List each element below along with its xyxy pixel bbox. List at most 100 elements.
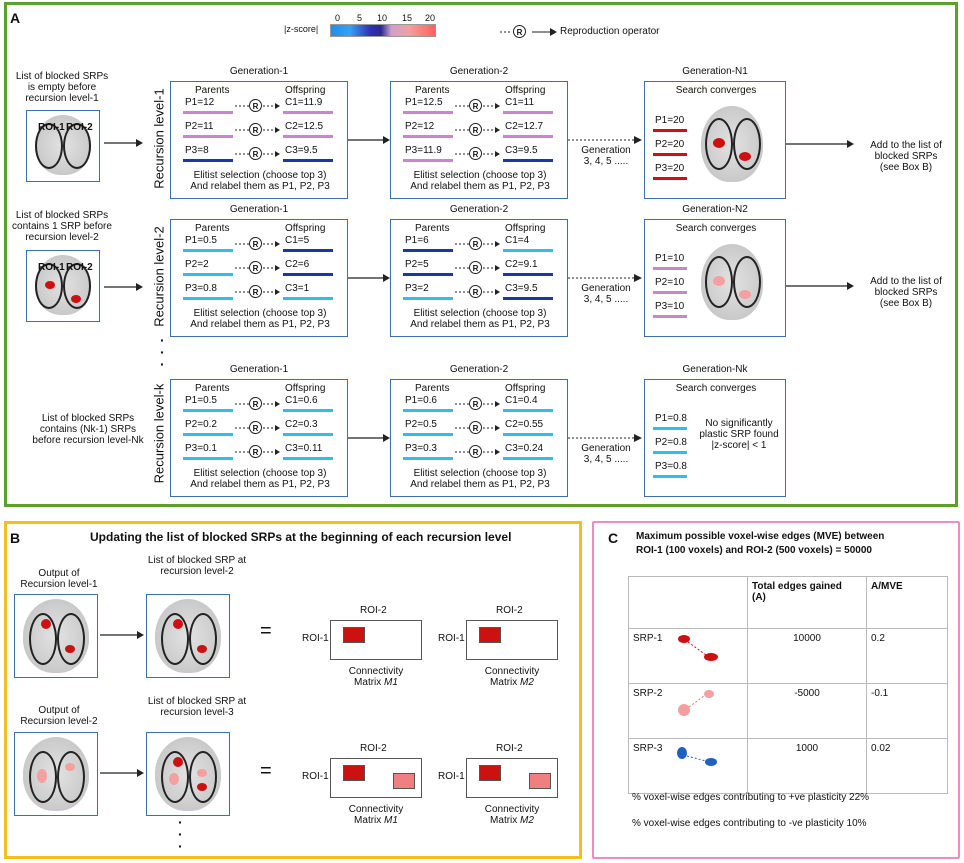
parent-bar — [653, 177, 687, 180]
roi1-label: ROI-1 — [438, 771, 465, 782]
parents-header: Parents — [195, 85, 230, 96]
generation-n-title: Generation-Nk — [682, 364, 748, 375]
panel-b-title: Updating the list of blocked SRPs at the… — [90, 530, 512, 544]
offspring-bar — [283, 111, 333, 114]
parent-value: P3=8 — [185, 145, 209, 156]
offspring-bar — [283, 457, 333, 460]
row1-brain: ROI-1 ROI-2 — [26, 110, 100, 182]
parent-value: P1=6 — [405, 235, 429, 246]
table-row: SRP-3 1000 0.02 — [628, 738, 948, 794]
rep-operator-icon: R — [513, 25, 526, 38]
connectivity-matrix — [330, 758, 422, 798]
offspring-bar — [283, 433, 333, 436]
arrow-icon — [786, 282, 854, 290]
offspring-value: C2=9.1 — [505, 259, 538, 270]
roi1-ellipse — [35, 263, 63, 309]
srp-1-ratio: 0.2 — [866, 628, 948, 684]
parent-value: P1=0.5 — [185, 395, 217, 406]
srp-2-ratio: -0.1 — [866, 683, 948, 739]
arrow-icon — [100, 631, 144, 639]
srp-3-ratio: 0.02 — [866, 738, 948, 794]
srp-2-edges: -5000 — [747, 683, 867, 739]
elitist-text: Elitist selection (choose top 3)And rela… — [410, 468, 550, 490]
parent-value: P2=0.8 — [655, 437, 687, 448]
parent-bar — [653, 315, 687, 318]
zscore-label: |z-score| — [284, 24, 319, 34]
parent-value: P3=2 — [405, 283, 429, 294]
rep-arrow-icon — [235, 127, 280, 133]
generation-n-title: Generation-N2 — [682, 204, 748, 215]
rep-arrow-icon — [455, 401, 500, 407]
search-converges: Search converges — [675, 223, 757, 234]
offspring-bar — [503, 457, 553, 460]
offspring-value: C1=5 — [285, 235, 310, 246]
parent-bar — [653, 291, 687, 294]
matrix-block — [393, 773, 415, 789]
parent-value: P2=12 — [405, 121, 435, 132]
elitist-text: Elitist selection (choose top 3)And rela… — [190, 170, 330, 192]
elitist-text: Elitist selection (choose top 3)And rela… — [410, 308, 550, 330]
srp-blob — [41, 619, 51, 629]
parent-bar — [183, 249, 233, 252]
brain-box — [146, 732, 230, 816]
offspring-header: Offspring — [285, 223, 326, 234]
rep-arrow-icon — [455, 127, 500, 133]
table-corner — [628, 576, 748, 629]
rep-operator-icon: R — [469, 421, 482, 434]
offspring-value: C1=4 — [505, 235, 530, 246]
matrix-block — [343, 627, 365, 643]
parent-bar — [183, 409, 233, 412]
rep-operator-icon: R — [249, 261, 262, 274]
roi2-label: ROI-2 — [496, 605, 523, 616]
parents-header: Parents — [195, 223, 230, 234]
rep-arrow-icon — [235, 265, 280, 271]
offspring-bar — [283, 409, 333, 412]
srp-blob — [739, 290, 751, 299]
rep-legend-arrow-icon — [500, 28, 557, 36]
offspring-value: C3=9.5 — [505, 283, 538, 294]
srp-blob — [197, 783, 207, 791]
generation-title: Generation-2 — [449, 204, 509, 215]
b-dot: · — [178, 826, 183, 842]
roi2-ellipse — [733, 118, 761, 170]
parent-bar — [183, 159, 233, 162]
rep-operator-icon: R — [469, 99, 482, 112]
rep-operator-icon: R — [249, 397, 262, 410]
offspring-value: C1=0.4 — [505, 395, 538, 406]
offspring-bar — [283, 273, 333, 276]
srp-1-cell: SRP-1 — [628, 628, 748, 684]
dotted-arrow-icon — [568, 274, 642, 282]
dotted-arrow-icon — [568, 136, 642, 144]
parent-value: P2=0.5 — [405, 419, 437, 430]
roi2-label: ROI-2 — [360, 605, 387, 616]
rep-arrow-icon — [455, 151, 500, 157]
parent-value: P1=0.8 — [655, 413, 687, 424]
offspring-bar — [503, 249, 553, 252]
matrix-block — [343, 765, 365, 781]
offspring-value: C3=0.11 — [285, 443, 323, 454]
rep-operator-icon: R — [249, 445, 262, 458]
offspring-header: Offspring — [505, 383, 546, 394]
parent-bar — [403, 159, 453, 162]
roi2-ellipse — [57, 613, 85, 665]
tick-0: 0 — [335, 13, 341, 23]
parents-header: Parents — [415, 383, 450, 394]
equals-sign: = — [260, 760, 272, 782]
rep-operator-icon: R — [249, 147, 262, 160]
elitist-text: Elitist selection (choose top 3)And rela… — [410, 170, 550, 192]
parent-bar — [403, 409, 453, 412]
parent-bar — [183, 111, 233, 114]
offspring-value: C2=0.3 — [285, 419, 318, 430]
matrix-block — [529, 773, 551, 789]
srp-blob — [37, 769, 47, 783]
